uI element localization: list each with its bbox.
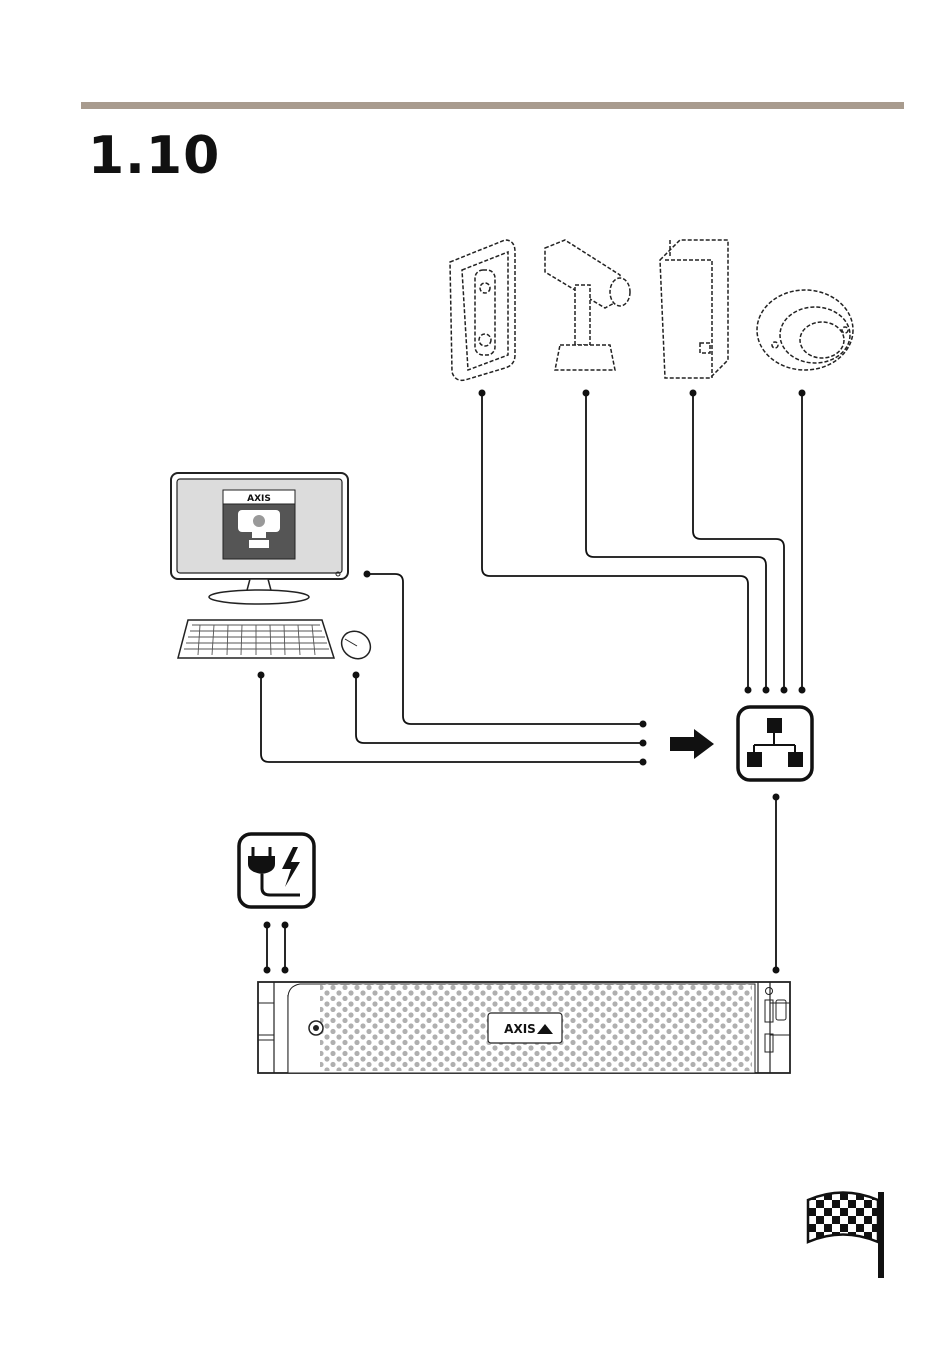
power-cables <box>264 922 289 974</box>
network-switch-icon <box>738 707 812 780</box>
modular-camera-icon <box>660 240 728 378</box>
camera-cable-endpoints <box>479 390 806 694</box>
workstation-cable-endpoints <box>258 571 647 766</box>
recorder-server-icon: AXIS <box>258 982 790 1073</box>
power-plug-icon <box>239 834 314 907</box>
mouse-icon <box>336 626 375 665</box>
box-camera-icon <box>545 240 630 370</box>
camera-cables <box>482 393 802 690</box>
keyboard-icon <box>178 620 334 658</box>
recorder-network-cable <box>773 794 780 974</box>
monitor-logo-text: AXIS <box>247 494 271 504</box>
checkered-flag-icon <box>808 1192 884 1278</box>
monitor-icon: AXIS <box>171 473 348 604</box>
dome-camera-icon <box>757 290 853 370</box>
intercom-camera-icon <box>450 240 515 380</box>
connect-arrow-icon <box>670 729 714 759</box>
recorder-logo-text: AXIS <box>504 1022 536 1036</box>
workstation-cables <box>261 574 643 762</box>
